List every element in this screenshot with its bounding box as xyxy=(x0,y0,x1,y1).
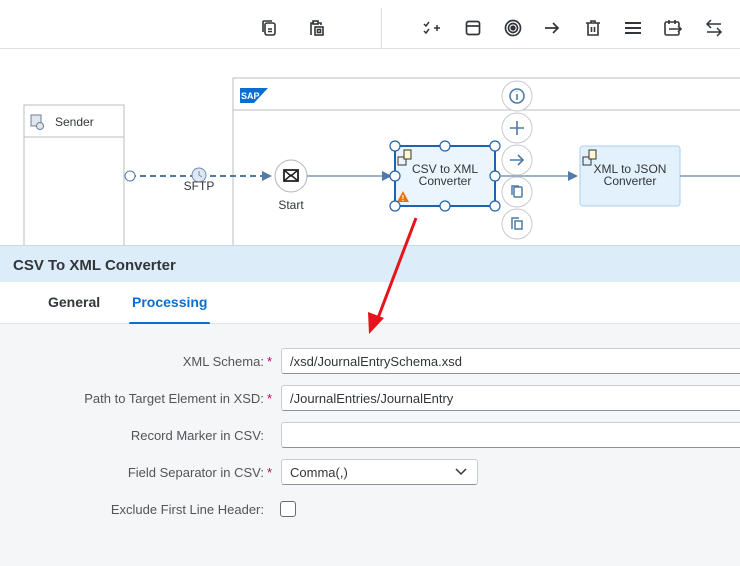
clock-icon xyxy=(191,167,207,183)
swap-icon[interactable] xyxy=(702,16,726,40)
integration-flow-canvas[interactable]: Sender SAP SFTP Start CSV to XML Convert… xyxy=(0,49,740,245)
tab-general[interactable]: General xyxy=(48,294,101,310)
svg-text:!: ! xyxy=(402,194,405,203)
copy-icon[interactable] xyxy=(257,16,281,40)
target-element-label: Path to Target Element in XSD:* xyxy=(84,391,272,406)
converter-icon xyxy=(397,149,412,166)
channel-label: SFTP xyxy=(184,179,215,193)
target-element-input[interactable]: /JournalEntries/JournalEntry xyxy=(281,385,740,411)
window-icon[interactable] xyxy=(461,16,485,40)
calendar-export-icon[interactable] xyxy=(661,16,685,40)
converter-icon xyxy=(582,149,597,166)
tab-bar: General Processing xyxy=(0,282,740,325)
xml-schema-label: XML Schema:* xyxy=(182,354,272,369)
context-buttons xyxy=(501,80,533,240)
paste-button[interactable] xyxy=(501,208,533,240)
processing-form: XML Schema:* /xsd/JournalEntrySchema.xsd… xyxy=(0,324,740,566)
info-button[interactable] xyxy=(501,80,533,112)
envelope-icon xyxy=(283,169,299,182)
toolbar xyxy=(0,0,740,49)
add-button[interactable] xyxy=(501,112,533,144)
chevron-down-icon xyxy=(455,468,467,476)
tab-processing[interactable]: Processing xyxy=(128,294,211,325)
step-label-line1: CSV to XML xyxy=(412,162,478,176)
start-event[interactable]: Start xyxy=(274,159,308,212)
sender-label: Sender xyxy=(55,115,94,129)
warning-icon: ! xyxy=(397,191,409,203)
target-icon[interactable] xyxy=(501,16,525,40)
field-separator-value: Comma(,) xyxy=(290,465,348,480)
step-label-line1: XML to JSON xyxy=(594,162,667,176)
step-label-line2: Converter xyxy=(419,174,472,188)
panel-title: CSV To XML Converter xyxy=(0,245,740,282)
sap-logo: SAP xyxy=(240,88,268,103)
menu-icon[interactable] xyxy=(621,16,645,40)
start-label: Start xyxy=(278,198,304,212)
field-separator-select[interactable]: Comma(,) xyxy=(281,459,478,485)
connect-button[interactable] xyxy=(501,144,533,176)
checklist-add-icon[interactable] xyxy=(420,16,444,40)
record-marker-label: Record Marker in CSV: xyxy=(130,428,264,443)
paste-icon[interactable] xyxy=(304,16,328,40)
delete-icon[interactable] xyxy=(581,16,605,40)
xml-to-json-converter-step[interactable]: XML to JSON Converter xyxy=(579,145,681,207)
xml-schema-input[interactable]: /xsd/JournalEntrySchema.xsd xyxy=(281,348,740,374)
sftp-channel[interactable]: SFTP xyxy=(124,167,272,193)
step-label-line2: Converter xyxy=(604,174,657,188)
sender-icon xyxy=(30,114,44,130)
resize-handles[interactable] xyxy=(389,140,501,212)
exclude-header-checkbox[interactable] xyxy=(280,501,296,517)
svg-text:SAP: SAP xyxy=(241,91,260,101)
csv-to-xml-converter-step[interactable]: CSV to XML Converter ! xyxy=(389,140,501,212)
arrow-right-icon[interactable] xyxy=(540,16,564,40)
field-separator-label: Field Separator in CSV:* xyxy=(127,465,272,480)
record-marker-input[interactable] xyxy=(281,422,740,448)
sender-participant[interactable]: Sender xyxy=(23,104,125,245)
copy-button[interactable] xyxy=(501,176,533,208)
exclude-header-label: Exclude First Line Header: xyxy=(110,502,264,517)
toolbar-divider xyxy=(381,8,382,49)
